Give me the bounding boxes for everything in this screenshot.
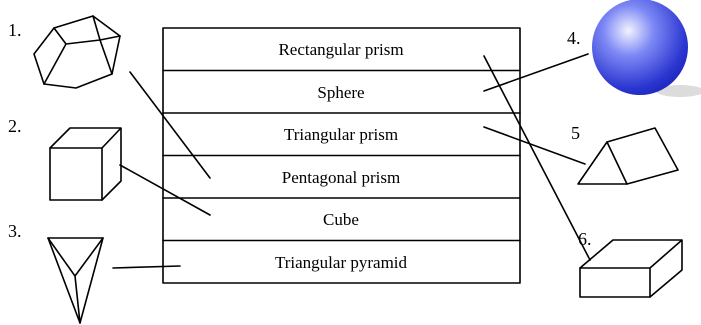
shape-number-5: 5 xyxy=(571,123,580,143)
triangular-pyramid-shape xyxy=(47,237,104,324)
pentagonal-prism-shape xyxy=(33,15,121,89)
name-table: Rectangular prism Sphere Triangular pris… xyxy=(162,27,521,284)
sphere-shadow xyxy=(656,85,701,97)
row-label-rectangular-prism: Rectangular prism xyxy=(278,40,403,59)
shape-number-1: 1. xyxy=(8,20,22,40)
cube-shape xyxy=(49,127,122,201)
shape-number-3: 3. xyxy=(8,221,22,241)
connector-6 xyxy=(483,55,591,261)
shape-number-4: 4. xyxy=(567,28,581,48)
shape-number-2: 2. xyxy=(8,116,22,136)
row-label-pentagonal-prism: Pentagonal prism xyxy=(282,168,401,187)
row-label-sphere: Sphere xyxy=(317,83,364,102)
rectangular-prism-shape xyxy=(579,239,683,298)
connector-3 xyxy=(112,265,181,269)
connector-4 xyxy=(483,53,589,92)
connector-lines xyxy=(112,53,591,269)
connector-1 xyxy=(129,71,211,179)
connector-5 xyxy=(483,126,586,165)
row-label-triangular-prism: Triangular prism xyxy=(284,125,398,144)
sphere-ball xyxy=(592,0,688,95)
triangular-prism-shape xyxy=(577,127,679,185)
connector-2 xyxy=(119,164,211,216)
sphere-shape xyxy=(592,0,701,97)
shape-number-6: 6. xyxy=(578,229,592,249)
row-label-triangular-pyramid: Triangular pyramid xyxy=(275,253,408,272)
row-label-cube: Cube xyxy=(323,210,359,229)
